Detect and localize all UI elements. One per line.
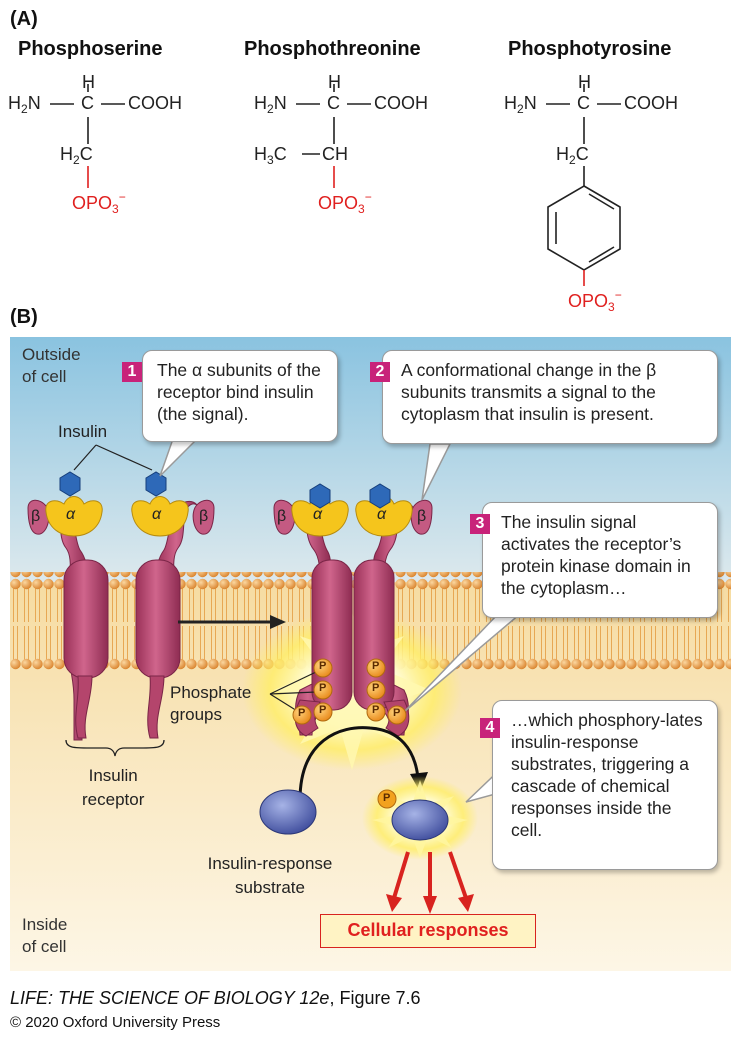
beta-label-2: β (199, 508, 209, 525)
panel-a-bonds (50, 84, 621, 286)
threonine-phosphate: OPO3− (318, 190, 372, 216)
phosphoserine-title: Phosphoserine (18, 38, 163, 60)
insulin-label: Insulin (58, 422, 108, 441)
serine-phosphate: OPO3− (72, 190, 126, 216)
threonine-carboxyl: COOH (374, 93, 428, 113)
panel-a-label: (A) (10, 8, 38, 30)
phosphate-p-7: P (372, 704, 380, 716)
phosphorylated-substrate (391, 799, 449, 841)
cellular-responses-box: Cellular responses (320, 914, 536, 948)
phosphotyrosine-title: Phosphotyrosine (508, 38, 672, 60)
phosphothreonine-title: Phosphothreonine (244, 38, 421, 60)
step-2-text: A conformational change in the β subunit… (401, 360, 657, 424)
threonine-methyl: H3C (254, 144, 287, 167)
substrate-phosphate-mark (377, 789, 397, 809)
alpha-label-2: α (152, 506, 162, 523)
active-insulin-receptor (273, 483, 433, 737)
tyrosine-alpha-h: H (578, 72, 591, 92)
serine-alpha-h: H (82, 72, 95, 92)
figure-source: LIFE: THE SCIENCE OF BIOLOGY 12e, Figure… (10, 988, 421, 1008)
panel-b-label: (B) (10, 306, 38, 328)
serine-amino-group: H2N (8, 93, 41, 116)
activation-arrow (178, 615, 286, 629)
tyrosine-carboxyl: COOH (624, 93, 678, 113)
beta-label-4: β (417, 508, 427, 525)
step-1-badge: 1 (122, 362, 142, 382)
phosphate-p-6: P (372, 682, 380, 694)
receptor-bracket (65, 739, 165, 757)
insulin-leader-lines (73, 444, 153, 471)
phosphate-p-4: P (319, 704, 327, 716)
step-2-callout: A conformational change in the β subunit… (382, 350, 718, 444)
step-3-badge: 3 (470, 514, 490, 534)
phosphate-p-2: P (319, 682, 327, 694)
tyrosine-ch2: H2C (556, 144, 589, 167)
insulin-response-substrate (259, 789, 317, 835)
inactive-insulin-receptor (27, 471, 215, 741)
step-3-callout: The insulin signal activates the recepto… (482, 502, 718, 618)
phosphate-p-5: P (372, 660, 380, 672)
tyrosine-amino-group: H2N (504, 93, 537, 116)
tyrosine-phosphate: OPO3− (568, 288, 622, 314)
step-1-callout: The α subunits of the receptor bind insu… (142, 350, 338, 442)
response-arrows (386, 851, 474, 914)
threonine-beta-carbon: CH (322, 144, 348, 164)
alpha-label-4: α (377, 506, 387, 523)
phosphate-p-1: P (319, 660, 327, 672)
threonine-amino-group: H2N (254, 93, 287, 116)
step-4-text: …which phosphory-lates insulin-response … (511, 710, 703, 840)
phosphate-p-3: P (298, 707, 306, 719)
copyright: © 2020 Oxford University Press (10, 1014, 221, 1031)
tyrosine-alpha-carbon: C (577, 93, 590, 113)
serine-alpha-carbon: C (81, 93, 94, 113)
beta-label-1: β (31, 508, 41, 525)
threonine-alpha-h: H (328, 72, 341, 92)
phosphate-group-marks (292, 658, 407, 725)
step-4-callout: …which phosphory-lates insulin-response … (492, 700, 718, 870)
step-3-text: The insulin signal activates the recepto… (501, 512, 691, 598)
serine-ch2: H2C (60, 144, 93, 167)
beta-label-3: β (277, 508, 287, 525)
alpha-label-1: α (66, 506, 76, 523)
alpha-label-3: α (313, 506, 323, 523)
step-1-text: The α subunits of the receptor bind insu… (157, 360, 321, 424)
serine-carboxyl: COOH (128, 93, 182, 113)
threonine-alpha-carbon: C (327, 93, 340, 113)
step-2-badge: 2 (370, 362, 390, 382)
step-4-badge: 4 (480, 718, 500, 738)
substrate-phosphate-p: P (383, 792, 391, 804)
phosphate-p-8: P (393, 707, 401, 719)
